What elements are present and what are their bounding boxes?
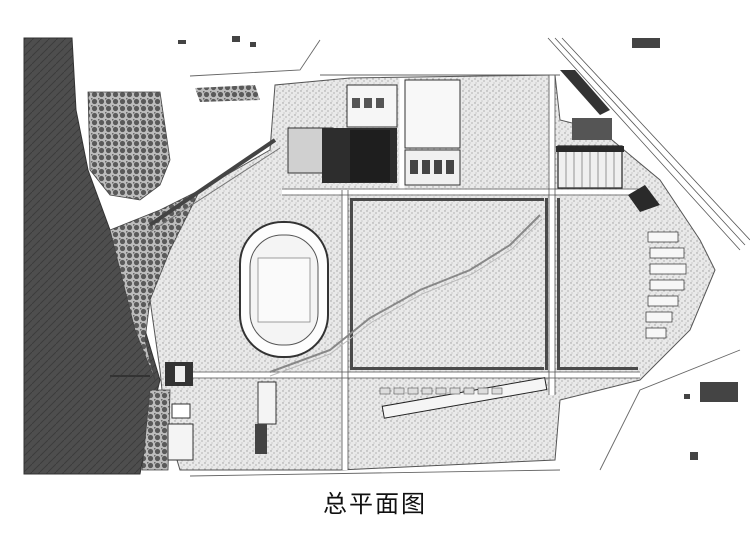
main-buildings xyxy=(287,79,461,186)
tree-cluster-north xyxy=(87,91,171,201)
tree-cluster-riverbank xyxy=(109,189,201,381)
running-track xyxy=(239,221,329,358)
east-buildings xyxy=(556,70,660,212)
road-network xyxy=(190,75,648,470)
tree-rows xyxy=(350,198,638,370)
parking-lots xyxy=(645,231,687,339)
railway xyxy=(547,37,750,251)
outer-roads xyxy=(189,39,741,477)
curving-path xyxy=(269,214,541,373)
drawing-caption: 总平面图 xyxy=(323,490,427,518)
tree-belt-south xyxy=(141,389,171,471)
canal xyxy=(148,138,277,227)
site-plan-drawing xyxy=(23,36,750,477)
scattered-blocks xyxy=(178,36,738,460)
tree-row-northwest xyxy=(195,85,260,102)
south-buildings xyxy=(165,362,548,461)
